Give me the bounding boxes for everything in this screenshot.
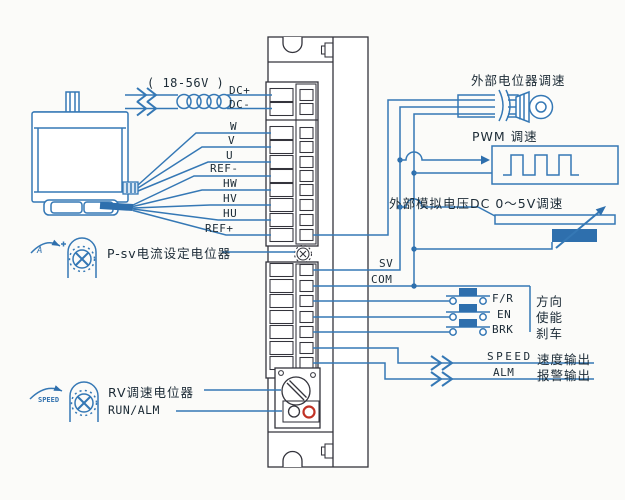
square-wave-icon [503,154,579,176]
ammeter-icon [30,239,66,254]
output-arrow-icon [430,355,443,371]
dc-power-wires [125,87,272,117]
pwm-box [491,145,619,185]
switch-label-en: EN [497,307,512,321]
switch-label-brk: BRK [492,323,514,336]
front-panel-pot-and-leds [274,367,321,429]
label-leader-lines [176,251,295,412]
power-arrow-icon [136,87,148,103]
led-box [282,400,320,423]
wire-label-hu: HU [223,206,238,220]
label-current-setting-pot: P-sv电流设定电位器 [107,246,232,261]
wire-label-dc-minus: DC- [229,97,251,111]
speedometer-icon [29,385,63,400]
motor-illustration [31,91,139,216]
bottom-mount-notch [282,450,303,467]
control-switches-graphic [313,288,490,336]
wire-label-hw: HW [223,176,238,190]
output-label-alm-zh: 报警输出 [537,368,592,383]
rheostat-slider [552,229,597,242]
rv-pot-knob [281,376,311,406]
output-label-speed-zh: 速度输出 [537,352,592,367]
ammeter-letter: A [37,246,43,256]
motor-shaft [65,91,80,114]
label-run-alm: RUN/ALM [108,403,160,417]
speed-input-bus-wires [313,99,531,332]
wire-label-ref-plus: REF+ [205,221,234,235]
label-analog-speed: 外部模拟电压DC 0～5V调速 [389,196,564,211]
motor-phase-and-hall-wires [132,132,271,236]
current-dial-icon [67,237,97,278]
speed-dial-icon [69,381,99,422]
wire-label-w: W [230,120,238,133]
wire-label-dc-plus: DC+ [229,84,251,97]
psv-trimmer-pot [293,244,313,264]
rheostat-arrow-icon [595,206,606,216]
switch-label-brk-zh: 刹车 [536,326,564,341]
output-label-alm: ALM [493,366,515,379]
upper-terminal-block [265,81,319,247]
label-pwm-speed: PWM 调速 [472,129,538,144]
pwm-input-graphic [400,145,619,185]
wire-label-v: V [228,134,236,147]
external-potentiometer-graphic [457,89,554,124]
motor-cable-bundle [99,202,134,211]
wire-label-sv: SV [379,256,394,270]
wire-label-hv: HV [223,191,238,205]
output-wires [313,347,594,387]
wire-label-ref-minus: REF- [210,162,239,175]
wire-label-u: U [226,149,234,162]
alm-led [302,405,316,419]
top-mount-notch [282,37,303,54]
lower-terminal-block [265,261,319,379]
label-external-pot-speed: 外部电位器调速 [471,73,566,88]
voltage-range-label: ( 18-56V ) [147,76,225,90]
switch-label-en-zh: 使能 [536,310,564,325]
analog-voltage-input-graphic [400,198,616,250]
wire-label-com: COM [371,273,393,286]
switch-cap [459,288,477,296]
switch-label-fr-zh: 方向 [536,294,564,309]
run-led [287,405,301,418]
switch-label-fr: F/R [492,291,514,305]
pwm-arrow-icon [481,155,490,165]
output-label-speed: SPEED [487,350,533,363]
speedometer-text: SPEED [38,396,60,404]
label-rv-speed-pot: RV调速电位器 [108,385,195,400]
